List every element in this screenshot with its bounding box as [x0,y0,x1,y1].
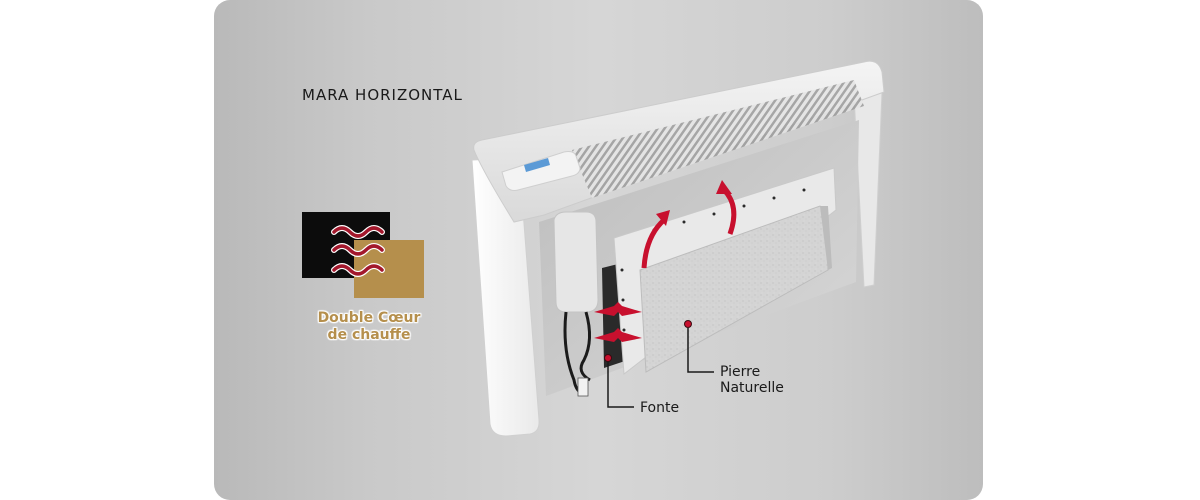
radiator-illustration [471,60,885,437]
callout-label-pierre: Pierre [720,364,761,380]
callout-label-naturelle: Naturelle [720,380,784,396]
callout-fonte [604,354,634,408]
callout-pierre-naturelle [684,320,714,373]
heat-waves-icon [331,225,385,277]
badge-caption-line2: de chauffe [327,327,411,343]
product-title: MARA HORIZONTAL [302,86,463,104]
product-panel: MARA HORIZONTAL Double Cœur de chauffe [214,0,983,500]
callout-label-pierre-naturelle: Pierre Naturelle [720,364,784,396]
double-core-badge: Double Cœur de chauffe [302,212,432,352]
display-screen [524,158,550,172]
badge-caption: Double Cœur de chauffe [302,310,436,344]
callout-label-fonte: Fonte [640,400,680,416]
badge-caption-line1: Double Cœur [317,310,421,326]
